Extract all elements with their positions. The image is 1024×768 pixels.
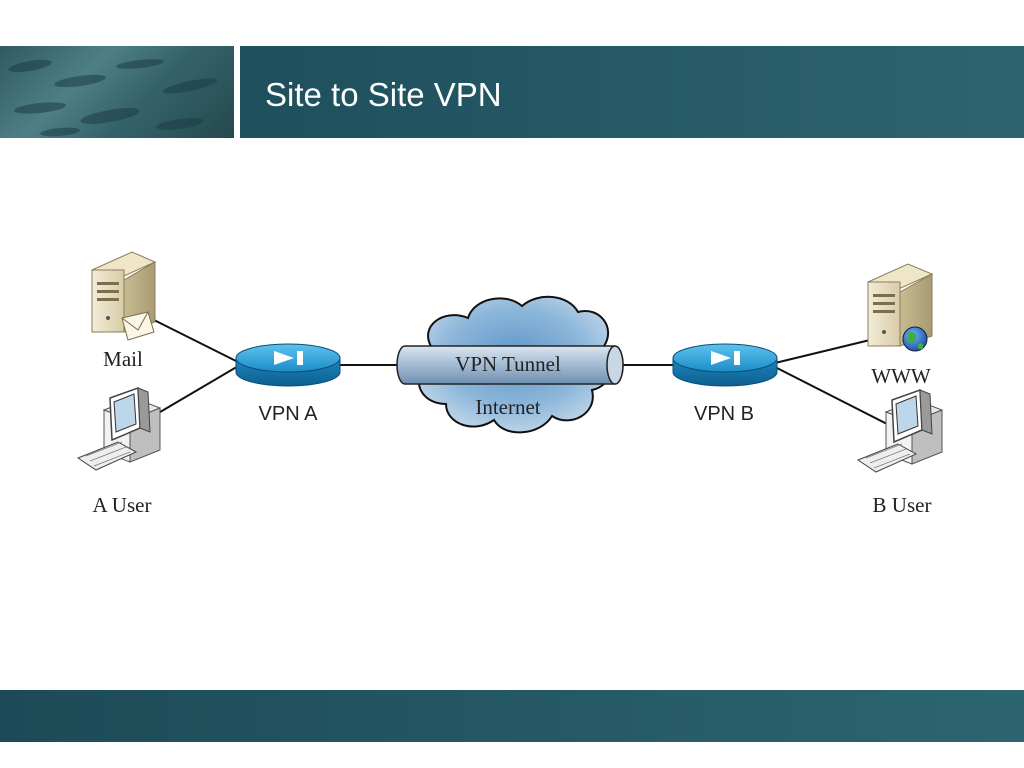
www-server-icon <box>866 263 934 352</box>
vpn-a-label: VPN A <box>259 403 319 425</box>
header-photo <box>0 46 234 138</box>
globe-icon <box>902 326 928 352</box>
internet-label: Internet <box>475 395 540 419</box>
b-user-label: B User <box>873 493 932 517</box>
link-vpn-b-b-user <box>774 366 896 429</box>
vpn-tunnel-label: VPN Tunnel <box>455 352 561 376</box>
b-user-computer-icon <box>856 388 944 473</box>
connection-lines <box>149 317 896 429</box>
a-user-label: A User <box>93 493 152 517</box>
link-vpn-b-www <box>774 339 871 364</box>
envelope-icon <box>121 311 155 341</box>
link-a-user-vpn-a <box>154 364 241 416</box>
fish-school-image <box>8 59 218 137</box>
www-label: WWW <box>871 364 931 388</box>
vpn-b-router-icon <box>672 343 778 387</box>
footer-bar <box>0 690 1024 742</box>
link-mail-vpn-a <box>149 317 241 364</box>
slide-title: Site to Site VPN <box>265 76 502 113</box>
vpn-b-label: VPN B <box>694 403 754 425</box>
mail-server-icon <box>90 251 157 341</box>
a-user-computer-icon <box>76 386 162 471</box>
mail-label: Mail <box>103 347 143 371</box>
vpn-tunnel-pipe <box>396 345 624 385</box>
header-bar: Site to Site VPN <box>240 46 1024 138</box>
vpn-a-router-icon <box>235 343 341 387</box>
